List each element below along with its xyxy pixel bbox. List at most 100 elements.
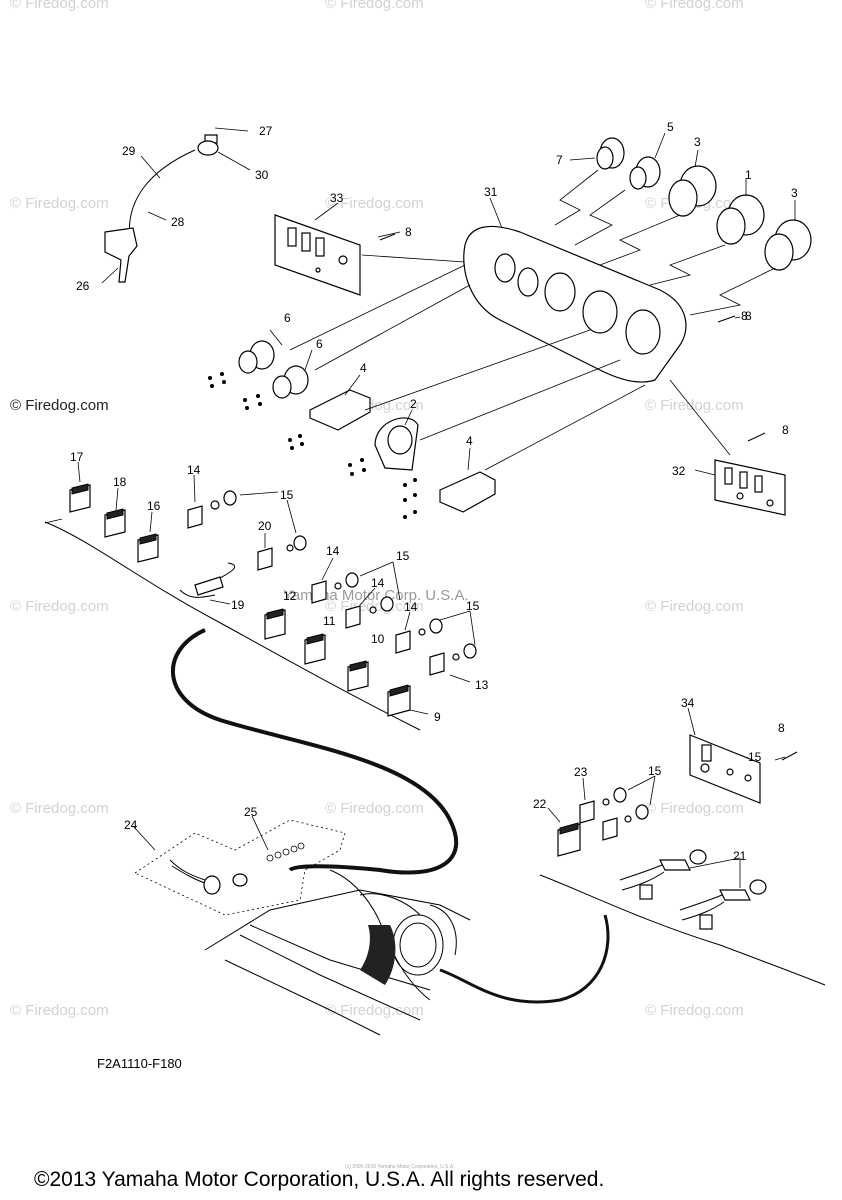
gauge-icon	[668, 165, 717, 217]
part-label: 18	[113, 475, 127, 489]
tiny-copyright: (c) 2005-2016 Yamaha Motor Corporation, …	[345, 1164, 455, 1170]
switch-icon	[557, 822, 581, 857]
switch-icon	[387, 684, 411, 717]
part-label: 15	[466, 599, 480, 613]
watermark-text: © Firedog.com	[645, 397, 744, 414]
harness-kit-24	[132, 815, 346, 916]
part-label: 14	[326, 544, 340, 558]
speedometer-cable-assembly	[101, 127, 251, 284]
switch-icon	[104, 508, 126, 538]
watermark-text: © Firedog.com	[325, 800, 424, 817]
part-label: 31	[484, 185, 498, 199]
part-labels: 1 2 3 3 4 4 5 6 6 7 8 8 8 8 8 9 10 11 12…	[70, 120, 798, 863]
switch-icon	[69, 483, 91, 513]
part-label: 9	[434, 710, 441, 724]
watermarks: © Firedog.com © Firedog.com © Firedog.co…	[10, 0, 744, 1019]
part-label: 16	[147, 499, 161, 513]
switches	[69, 461, 477, 717]
part-label: 8	[778, 721, 785, 735]
part-label: 13	[475, 678, 489, 692]
part-label: 15	[748, 750, 762, 764]
watermark-text: © Firedog.com	[645, 1002, 744, 1019]
part-label: 22	[533, 797, 547, 811]
part-label: 6	[284, 311, 291, 325]
switch-icon	[345, 605, 361, 629]
watermark-text: © Firedog.com	[10, 397, 109, 414]
wire-harness-icon	[170, 628, 610, 1004]
part-label: 29	[122, 144, 136, 158]
small-gauges-and-brackets	[208, 264, 646, 519]
console-sketch	[204, 869, 471, 1036]
part-label: 3	[694, 135, 701, 149]
switch-panel-outline	[44, 518, 421, 731]
panel-32	[669, 379, 786, 516]
watermark-text: © Firedog.com	[325, 0, 424, 12]
watermark-text: © Firedog.com	[645, 0, 744, 12]
switch-icon	[579, 800, 595, 824]
part-label: 14	[371, 576, 385, 590]
right-switches	[539, 775, 826, 986]
part-label: 8	[741, 309, 748, 323]
screws	[379, 233, 798, 761]
screw-icon	[717, 315, 736, 323]
part-label: 24	[124, 818, 138, 832]
part-label: 8	[745, 309, 752, 323]
watermark-text: © Firedog.com	[325, 195, 424, 212]
part-label: 26	[76, 279, 90, 293]
part-label: 14	[404, 600, 418, 614]
diagram-code: F2A1110-F180	[97, 1056, 182, 1071]
watermark-text: © Firedog.com	[10, 800, 109, 817]
part-label: 15	[648, 764, 662, 778]
part-label: 15	[396, 549, 410, 563]
gauges	[554, 132, 812, 316]
watermark-text: © Firedog.com	[10, 0, 109, 12]
part-label: 21	[733, 849, 747, 863]
yamaha-overlay-text: Yamaha Motor Corp. U.S.A.	[283, 587, 469, 604]
part-label: 19	[231, 598, 245, 612]
part-label: 28	[171, 215, 185, 229]
switch-icon	[429, 652, 445, 676]
part-label: 8	[405, 225, 412, 239]
gauge-icon	[596, 137, 625, 170]
part-label: 5	[667, 120, 674, 134]
watermark-text: © Firedog.com	[10, 1002, 109, 1019]
switch-icon	[395, 630, 411, 654]
part-label: 11	[323, 614, 336, 628]
part-label: 33	[330, 191, 344, 205]
part-label: 10	[371, 632, 385, 646]
part-label: 14	[187, 463, 201, 477]
part-label: 4	[360, 361, 367, 375]
copyright-text: ©2013 Yamaha Motor Corporation, U.S.A. A…	[34, 1168, 604, 1191]
watermark-text: © Firedog.com	[645, 800, 744, 817]
gauge-icon	[764, 219, 812, 271]
part-label: 2	[410, 397, 417, 411]
part-label: 32	[672, 464, 686, 478]
dashboard-housing	[463, 197, 687, 383]
screw-icon	[781, 751, 798, 761]
part-label: 4	[466, 434, 473, 448]
switch-icon	[311, 580, 327, 604]
part-label: 3	[791, 186, 798, 200]
switch-icon	[137, 533, 159, 563]
switch-icon	[257, 547, 273, 571]
part-label: 30	[255, 168, 269, 182]
watermark-text: © Firedog.com	[325, 1002, 424, 1019]
switch-icon	[304, 633, 326, 665]
screw-icon	[379, 233, 396, 241]
switch-icon	[347, 660, 369, 692]
watermark-text: © Firedog.com	[10, 598, 109, 615]
part-label: 34	[681, 696, 695, 710]
gauge-icon	[629, 156, 661, 190]
part-label: 8	[782, 423, 789, 437]
part-label: 17	[70, 450, 84, 464]
part-label: 15	[280, 488, 294, 502]
part-label: 25	[244, 805, 258, 819]
panel-33	[274, 202, 466, 296]
switch-icon	[264, 608, 286, 640]
part-label: 20	[258, 519, 272, 533]
part-label: 23	[574, 765, 588, 779]
screw-icon	[747, 432, 766, 442]
part-label: 27	[259, 124, 273, 138]
part-label: 12	[283, 589, 297, 603]
